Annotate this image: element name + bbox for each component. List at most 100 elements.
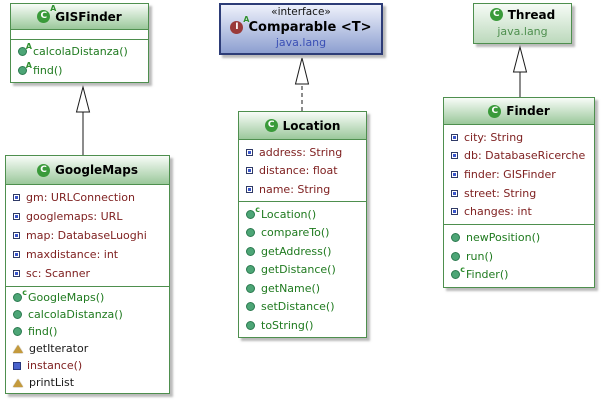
method-row: getDistance() [239,263,366,276]
class-header: C Finder [444,98,594,125]
field-row: gm: URLConnection [6,191,169,204]
class-header: C Location [239,112,366,140]
method-label: newPosition() [466,230,541,244]
class-title: Thread [507,7,556,22]
package-label: java.lang [275,36,327,49]
method-row: calcolaDistanza() [6,308,169,321]
field-icon [451,170,458,178]
method-label: run() [466,249,494,263]
inheritance-arrow-googlemaps-to-gisfinder[interactable] [75,85,91,155]
class-icon: C [488,104,502,118]
square-member-icon [13,361,21,370]
inheritance-arrow-finder-to-thread[interactable] [512,45,528,97]
class-title: GISFinder [55,9,122,24]
method-label: GoogleMaps() [28,291,105,304]
field-label: street: String [464,186,537,200]
field-label: maxdistance: int [26,248,119,261]
methods-compartment: c Location() compareTo() getAddress() ge… [239,202,366,337]
method-label: calcolaDistanza() [33,45,128,59]
class-title: Finder [506,104,550,118]
method-row: c Finder() [444,266,594,282]
field-label: address: String [259,145,343,159]
field-row: finder: GISFinder [444,168,594,181]
field-icon [451,189,458,197]
method-label: setDistance() [261,300,335,313]
field-label: changes: int [464,205,532,219]
methods-compartment: c GoogleMaps() calcolaDistanza() find() … [6,287,169,393]
constructor-icon: c [246,205,260,219]
method-label: getAddress() [261,244,332,258]
class-title: GoogleMaps [55,163,138,177]
public-method-icon [246,320,255,330]
method-row: getAddress() [239,245,366,258]
fields-compartment: city: String db: DatabaseRicerche finder… [444,125,594,225]
field-row: name: String [239,183,366,196]
class-header: C GoogleMaps [6,156,169,185]
method-label: find() [33,63,63,77]
field-label: googlemaps: URL [26,210,123,223]
method-row: newPosition() [444,231,594,244]
method-row: A find() [11,61,148,77]
field-icon [246,185,253,193]
class-box-googlemaps[interactable]: C GoogleMaps gm: URLConnection googlemap… [5,155,170,394]
field-label: city: String [464,130,524,144]
method-label: toString() [261,318,314,332]
class-icon: C [37,163,51,177]
public-method-icon [451,232,460,242]
field-row: maxdistance: int [6,248,169,261]
class-icon: C [264,119,278,132]
method-label: calcolaDistanza() [28,308,123,321]
method-row: c Location() [239,205,366,221]
field-label: map: DatabaseLuoghi [26,229,147,242]
constructor-icon: c [451,266,465,280]
method-row: getIterator [6,342,169,355]
method-label: instance() [27,359,83,372]
field-row: map: DatabaseLuoghi [6,229,169,242]
class-box-thread[interactable]: C Thread java.lang [473,3,572,44]
public-method-icon [246,283,255,293]
public-method-icon [246,302,255,311]
method-row: getName() [239,282,366,295]
class-header: C Thread [474,4,571,25]
public-method-icon [246,246,255,256]
field-icon [13,251,20,258]
field-row: distance: float [239,164,366,177]
field-row: db: DatabaseRicerche [444,149,594,162]
method-row: instance() [6,359,169,372]
constructor-icon: c [13,289,27,302]
method-label: compareTo() [261,226,330,239]
realization-arrow-location-to-comparable[interactable] [294,57,310,111]
public-method-icon [246,265,255,274]
stereotype-label: «interface» [271,6,331,18]
field-row: sc: Scanner [6,267,169,280]
method-row: find() [6,325,169,338]
field-row: city: String [444,131,594,144]
class-box-finder[interactable]: C Finder city: String db: DatabaseRicerc… [443,97,595,288]
interface-title: Comparable <T> [248,19,372,35]
fields-compartment: address: String distance: float name: St… [239,140,366,202]
field-row: googlemaps: URL [6,210,169,223]
methods-compartment: A calcolaDistanza() A find() [11,40,148,82]
method-label: getName() [261,281,321,295]
method-label: Finder() [466,268,509,282]
public-method-icon [13,310,22,319]
field-label: distance: float [259,164,338,177]
abstract-method-icon: A [18,43,32,57]
fields-compartment: gm: URLConnection googlemaps: URL map: D… [6,185,169,287]
field-icon [451,133,458,141]
public-method-icon [246,228,255,237]
field-label: name: String [259,182,331,196]
triangle-member-icon [13,378,23,387]
field-icon [246,167,253,174]
method-row: compareTo() [239,226,366,239]
method-row: setDistance() [239,300,366,313]
class-box-location[interactable]: C Location address: String distance: flo… [238,111,367,338]
method-label: getDistance() [261,263,336,276]
